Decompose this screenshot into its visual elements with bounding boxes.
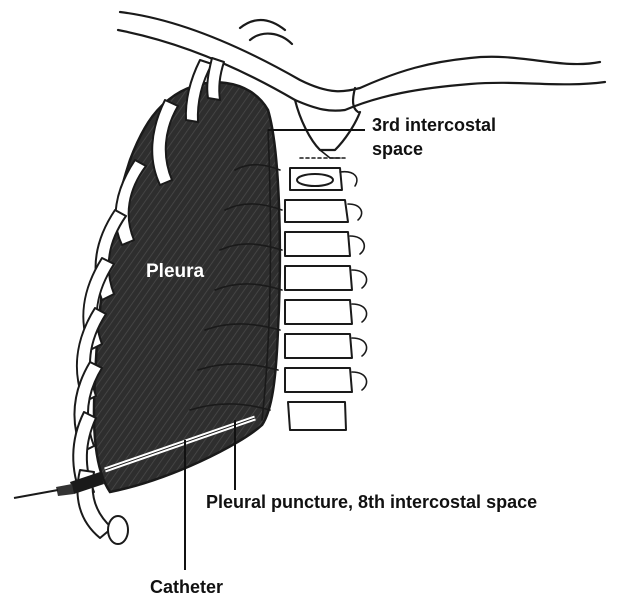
spine	[285, 168, 367, 430]
pleura-region	[94, 82, 280, 492]
third-intercostal-label-line2: space	[372, 139, 423, 159]
catheter-label: Catheter	[150, 577, 223, 597]
third-intercostal-label-line1: 3rd intercostal	[372, 115, 496, 135]
puncture-label: Pleural puncture, 8th intercostal space	[206, 492, 537, 512]
pleura-label: Pleura	[146, 261, 205, 282]
